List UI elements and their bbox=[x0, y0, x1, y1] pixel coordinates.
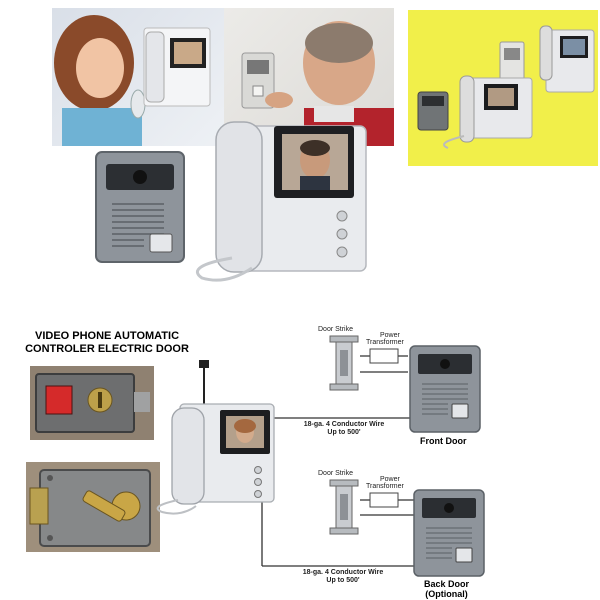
back-door-strike bbox=[329, 479, 359, 535]
photo-man-pressing-door-button bbox=[224, 8, 394, 146]
back-wire-label-line2: Up to 500' bbox=[326, 577, 360, 584]
indoor-video-monitor bbox=[156, 403, 275, 515]
photo-woman-using-intercom bbox=[52, 8, 224, 146]
diagram-title-line2: CONTROLER ELECTRIC DOOR bbox=[25, 343, 189, 355]
back-wire-label: 18-ga. 4 Conductor Wire Up to 500' bbox=[286, 569, 400, 585]
front-wire-label: 18-ga. 4 Conductor Wire Up to 500' bbox=[288, 421, 400, 437]
front-wire-label-line2: Up to 500' bbox=[327, 429, 361, 436]
diagram-title-line1: VIDEO PHONE AUTOMATIC bbox=[34, 330, 180, 342]
photo-product-lineup-yellow bbox=[408, 10, 598, 166]
front-power-label-line1: Power bbox=[380, 332, 400, 339]
front-power-transformer bbox=[369, 348, 399, 364]
front-door-strike bbox=[329, 335, 359, 391]
photo-electric-lock-red-button bbox=[30, 366, 154, 440]
back-door-label-line1: Back Door bbox=[424, 579, 470, 589]
photo-door-station bbox=[94, 150, 188, 266]
front-power-transformer-label: Power Transformer bbox=[366, 332, 404, 346]
diagram-title: VIDEO PHONE AUTOMATIC CONTROLER ELECTRIC… bbox=[22, 330, 192, 356]
back-power-label-line1: Power bbox=[380, 476, 400, 483]
front-door-station bbox=[409, 345, 481, 433]
back-power-transformer bbox=[369, 492, 399, 508]
mount-cap bbox=[199, 360, 209, 368]
front-door-label: Front Door bbox=[420, 436, 467, 446]
back-wire-label-line1: 18-ga. 4 Conductor Wire bbox=[302, 569, 384, 576]
back-door-label-line2: (Optional) bbox=[425, 589, 468, 599]
back-door-strike-label: Door Strike bbox=[318, 470, 354, 477]
front-wire-label-line1: 18-ga. 4 Conductor Wire bbox=[303, 421, 385, 428]
back-power-transformer-label: Power Transformer bbox=[366, 476, 404, 490]
photo-video-monitor-handset bbox=[182, 118, 378, 286]
back-door-station bbox=[413, 489, 485, 577]
back-door-label: Back Door (Optional) bbox=[424, 579, 469, 599]
front-power-label-line2: Transformer bbox=[366, 339, 404, 346]
front-door-strike-label: Door Strike bbox=[318, 326, 354, 333]
photo-electric-lock-brass-key bbox=[26, 462, 160, 552]
back-power-label-line2: Transformer bbox=[366, 483, 404, 490]
